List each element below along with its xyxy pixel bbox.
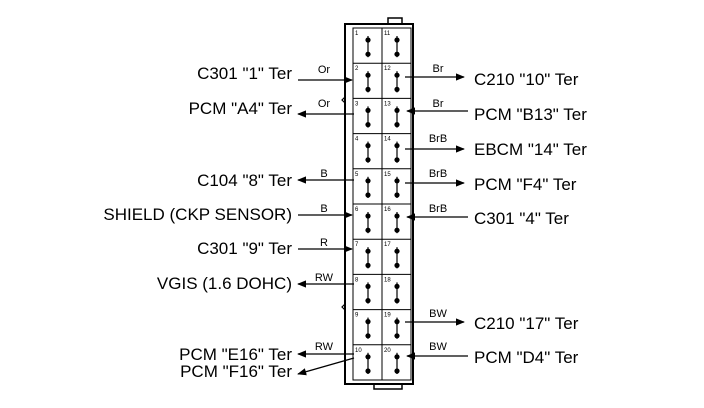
pin-contact-19 <box>394 319 400 325</box>
pin-contact-20 <box>394 354 400 360</box>
pin-contact-8 <box>365 298 371 304</box>
wire-color-rw-2: RW <box>315 341 334 353</box>
pin-number-11: 11 <box>384 31 391 37</box>
pin-contact-13 <box>394 107 400 113</box>
pin-contact-9 <box>365 319 371 325</box>
pin-number-8: 8 <box>355 277 359 283</box>
pin-contact-19 <box>394 333 400 339</box>
pin-contact-6 <box>365 227 371 233</box>
wire-color-or-1: Or <box>318 64 331 76</box>
circuit-label-c210-10: C210 "10" Ter <box>474 70 579 89</box>
circuit-label-pcm-b13: PCM "B13" Ter <box>474 105 587 124</box>
wire-color-r: R <box>320 237 328 249</box>
pin-contact-10 <box>365 354 371 360</box>
circuit-label-c301-4: C301 "4" Ter <box>474 209 569 228</box>
pin-contact-4 <box>365 143 371 149</box>
pin-number-2: 2 <box>355 66 359 72</box>
pin-number-3: 3 <box>355 101 359 107</box>
pin-contact-14 <box>394 157 400 163</box>
right-circuits: C210 "10" Ter PCM "B13" Ter EBCM "14" Te… <box>405 63 587 367</box>
pin-contact-9 <box>365 333 371 339</box>
circuit-label-vgis: VGIS (1.6 DOHC) <box>157 274 292 293</box>
circuit-label-ebcm-14: EBCM "14" Ter <box>474 140 587 159</box>
pin-contact-5 <box>365 178 371 184</box>
circuit-label-pcm-f4: PCM "F4" Ter <box>474 175 577 194</box>
pin-number-12: 12 <box>384 66 391 72</box>
wire-color-brb-2: BrB <box>429 168 447 180</box>
pin-number-4: 4 <box>355 137 359 143</box>
pin-number-19: 19 <box>384 313 391 319</box>
pin-contact-17 <box>394 248 400 254</box>
circuit-label-shield: SHIELD (CKP SENSOR) <box>103 205 292 224</box>
wire-color-bw-1: BW <box>429 308 447 320</box>
pin-contact-18 <box>394 298 400 304</box>
pin-contact-11 <box>394 51 400 57</box>
pin-contact-1 <box>365 51 371 57</box>
pin-number-9: 9 <box>355 313 359 319</box>
pin-contact-7 <box>365 262 371 268</box>
arrow-pcm-f16 <box>297 357 355 376</box>
pin-contact-1 <box>365 37 371 43</box>
pin-contact-6 <box>365 213 371 219</box>
circuit-label-pcm-d4: PCM "D4" Ter <box>474 348 579 367</box>
pin-number-16: 16 <box>384 207 391 213</box>
pin-contact-3 <box>365 107 371 113</box>
pin-number-13: 13 <box>384 101 391 107</box>
pin-contact-7 <box>365 248 371 254</box>
wire-color-br-1: Br <box>433 63 444 75</box>
pin-number-5: 5 <box>355 172 359 178</box>
pin-number-10: 10 <box>355 348 362 354</box>
pin-contact-12 <box>394 72 400 78</box>
pin-contact-11 <box>394 37 400 43</box>
pin-contact-15 <box>394 178 400 184</box>
pin-contact-2 <box>365 72 371 78</box>
wire-color-brb-3: BrB <box>429 203 447 215</box>
pin-number-18: 18 <box>384 277 391 283</box>
circuit-label-pcm-e16: PCM "E16" Ter <box>179 345 292 364</box>
pin-contact-16 <box>394 227 400 233</box>
pin-contact-15 <box>394 192 400 198</box>
circuit-label-pcm-a4: PCM "A4" Ter <box>189 99 293 118</box>
pin-contact-2 <box>365 86 371 92</box>
pin-contact-14 <box>394 143 400 149</box>
pin-number-20: 20 <box>384 348 391 354</box>
pin-contact-20 <box>394 368 400 374</box>
circuit-label-c301-9: C301 "9" Ter <box>197 239 292 258</box>
pin-contact-3 <box>365 122 371 128</box>
pin-contact-12 <box>394 86 400 92</box>
circuit-label-c104-8: C104 "8" Ter <box>197 171 292 190</box>
wire-color-brb-1: BrB <box>429 133 447 145</box>
circuit-label-c210-17: C210 "17" Ter <box>474 314 579 333</box>
pin-contact-10 <box>365 368 371 374</box>
pin-number-17: 17 <box>384 242 391 248</box>
pin-number-1: 1 <box>355 31 359 37</box>
left-circuits: C301 "1" Ter PCM "A4" Ter C104 "8" Ter S… <box>103 64 355 381</box>
pin-contact-4 <box>365 157 371 163</box>
pin-contact-5 <box>365 192 371 198</box>
pin-number-6: 6 <box>355 207 359 213</box>
pin-number-7: 7 <box>355 242 359 248</box>
wire-color-bw-2: BW <box>429 341 447 353</box>
pin-contact-17 <box>394 262 400 268</box>
wire-color-rw-1: RW <box>315 272 334 284</box>
wire-color-b-2: B <box>320 203 327 215</box>
wire-color-or-2: Or <box>318 98 331 110</box>
wire-color-br-2: Br <box>433 98 444 110</box>
wire-color-b-1: B <box>320 168 327 180</box>
pin-contact-16 <box>394 213 400 219</box>
pin-contact-8 <box>365 283 371 289</box>
pin-contact-18 <box>394 283 400 289</box>
pin-number-14: 14 <box>384 137 391 143</box>
circuit-label-pcm-f16: PCM "F16" Ter <box>180 362 292 381</box>
circuit-label-c301-1: C301 "1" Ter <box>197 64 292 83</box>
pin-contact-13 <box>394 122 400 128</box>
pin-number-15: 15 <box>384 172 391 178</box>
